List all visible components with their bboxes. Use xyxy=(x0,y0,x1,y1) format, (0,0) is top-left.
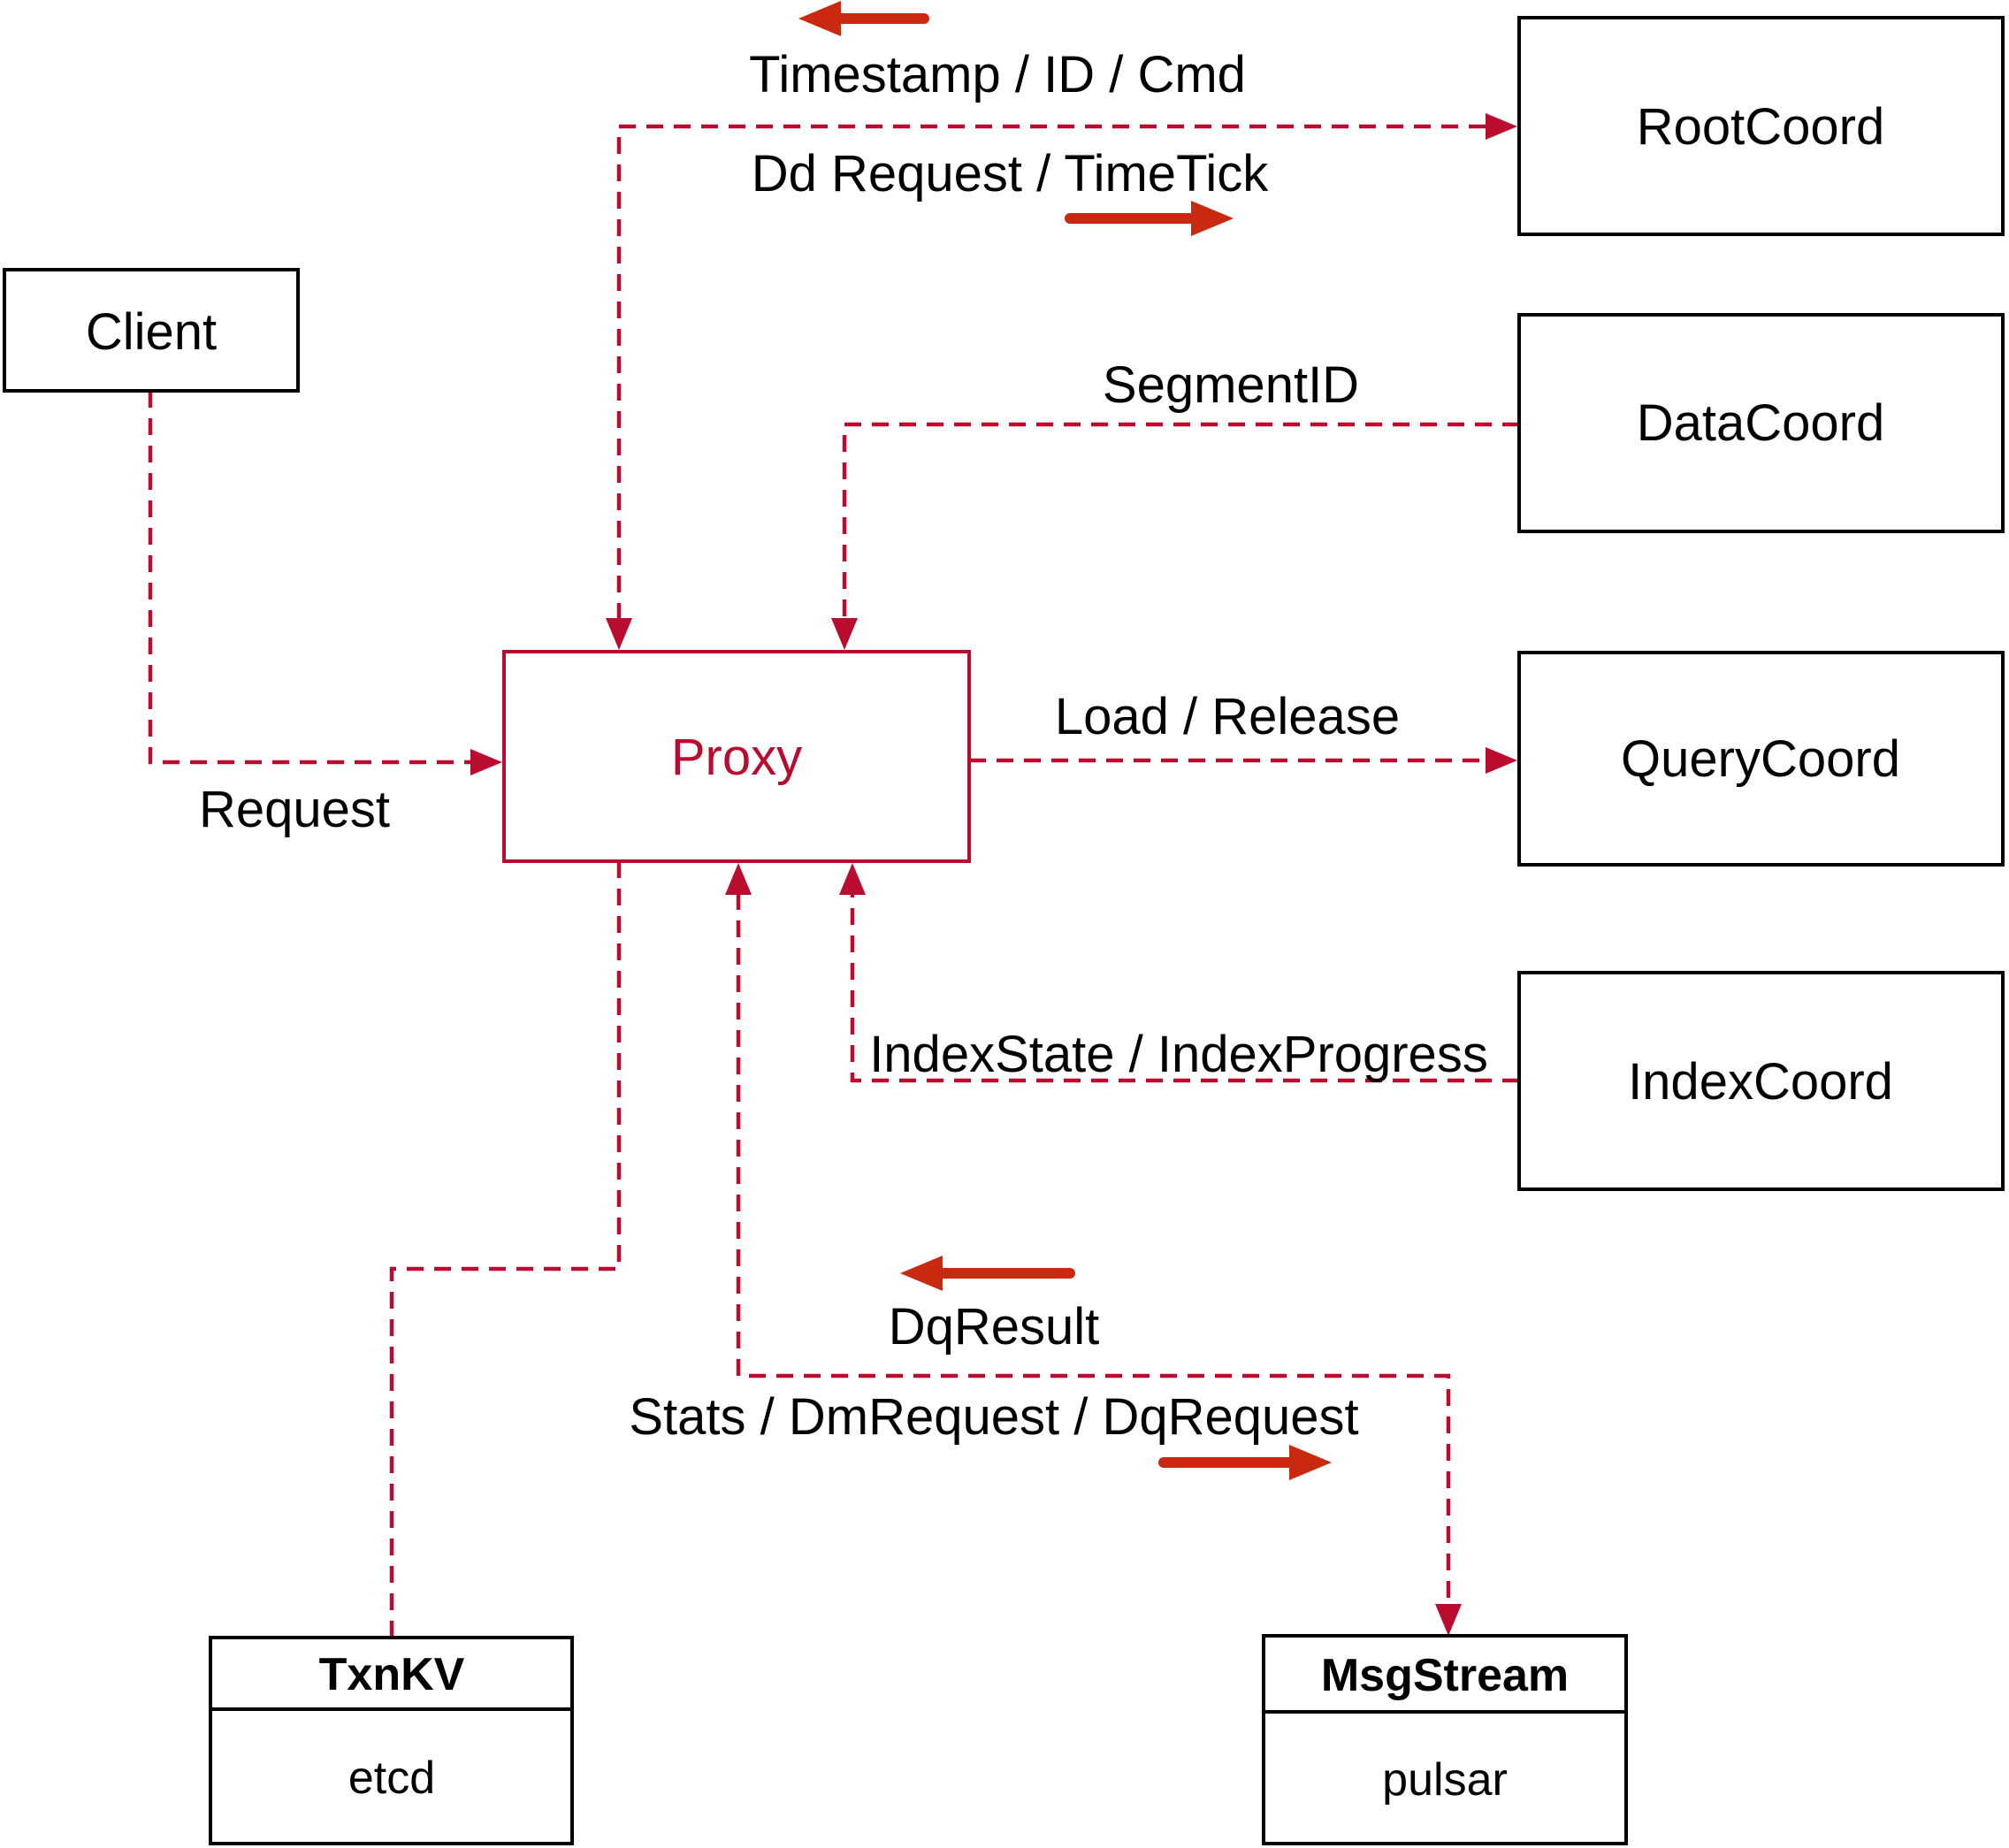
indexcoord-box xyxy=(1517,971,2005,1191)
edge-label-load-release: Load / Release xyxy=(1055,688,1400,745)
proxy-label: Proxy xyxy=(671,729,802,786)
connector-proxy-rootcoord xyxy=(606,113,1517,650)
querycoord-node: QueryCoord xyxy=(1517,651,2005,867)
right-arrow-icon xyxy=(1065,201,1234,236)
connector-proxy-msgstream xyxy=(725,863,1462,1636)
edge-label-stats-dmrequest-dqrequest: Stats / DmRequest / DqRequest xyxy=(629,1388,1358,1446)
connector-indexcoord-proxy xyxy=(839,863,1519,1083)
txnkv-box xyxy=(209,1636,574,1845)
connector-proxy-txnkv-line xyxy=(389,861,622,1638)
right-arrow-head xyxy=(1191,201,1234,236)
arrowhead-into-querycoord-icon xyxy=(1486,747,1517,774)
connector-proxy-msgstream-line xyxy=(736,893,1451,1606)
edge-label-request: Request xyxy=(199,781,390,838)
connector-datacoord-proxy-line xyxy=(842,422,1519,620)
indexcoord-node: IndexCoord xyxy=(1517,971,2005,1191)
stats-right-arrow-head xyxy=(1289,1445,1332,1480)
rootcoord-label: RootCoord xyxy=(1637,98,1884,156)
txnkv-node: TxnKV etcd xyxy=(209,1636,574,1845)
datacoord-box xyxy=(1517,313,2005,533)
arrowhead-into-msgstream-icon xyxy=(1435,1604,1462,1636)
edge-label-dd-request-timetick: Dd Request / TimeTick xyxy=(752,145,1269,202)
connector-client-proxy xyxy=(148,391,502,775)
client-box xyxy=(3,268,300,393)
connector-indexcoord-proxy-line xyxy=(850,893,1519,1083)
dqresult-left-arrow-head xyxy=(900,1256,943,1291)
connector-proxy-querycoord xyxy=(969,747,1517,774)
querycoord-label: QueryCoord xyxy=(1621,730,1900,788)
querycoord-box xyxy=(1517,651,2005,867)
arrowhead-into-proxy-top2-icon xyxy=(831,618,858,650)
stats-right-arrow-icon xyxy=(1158,1445,1332,1480)
datacoord-label: DataCoord xyxy=(1637,394,1884,452)
proxy-node: Proxy xyxy=(502,650,971,863)
arrowhead-into-proxy-bottom-icon xyxy=(839,863,866,895)
indexcoord-label: IndexCoord xyxy=(1628,1053,1893,1111)
connector-proxy-rootcoord-line xyxy=(616,124,1487,620)
left-arrow-head xyxy=(798,1,841,36)
connector-datacoord-proxy xyxy=(831,422,1519,650)
msgstream-box xyxy=(1262,1634,1628,1845)
client-label: Client xyxy=(86,303,217,361)
msgstream-title: MsgStream xyxy=(1321,1650,1569,1701)
rootcoord-box xyxy=(1517,16,2005,236)
txnkv-title: TxnKV xyxy=(319,1649,465,1700)
connector-proxy-txnkv xyxy=(389,861,622,1638)
dqresult-left-arrow-icon xyxy=(900,1256,1075,1291)
connector-client-proxy-line xyxy=(148,391,472,765)
arrowhead-into-proxy-top-icon xyxy=(606,618,632,650)
proxy-box xyxy=(502,650,971,863)
datacoord-node: DataCoord xyxy=(1517,313,2005,533)
edge-label-indexstate-indexprogress: IndexState / IndexProgress xyxy=(869,1026,1488,1083)
rootcoord-node: RootCoord xyxy=(1517,16,2005,236)
arrowhead-into-proxy-left-icon xyxy=(470,749,502,775)
client-node: Client xyxy=(3,268,300,393)
edge-label-timestamp-id-cmd: Timestamp / ID / Cmd xyxy=(749,46,1246,103)
left-arrow-icon xyxy=(798,1,929,36)
txnkv-sublabel: etcd xyxy=(348,1753,435,1804)
arrowhead-into-rootcoord-icon xyxy=(1486,113,1517,140)
msgstream-sublabel: pulsar xyxy=(1382,1754,1508,1806)
arrowhead-into-proxy-bottom2-icon xyxy=(725,863,752,895)
edge-label-dqresult: DqResult xyxy=(889,1298,1100,1355)
msgstream-node: MsgStream pulsar xyxy=(1262,1634,1628,1845)
edge-label-segmentid: SegmentID xyxy=(1103,356,1359,414)
